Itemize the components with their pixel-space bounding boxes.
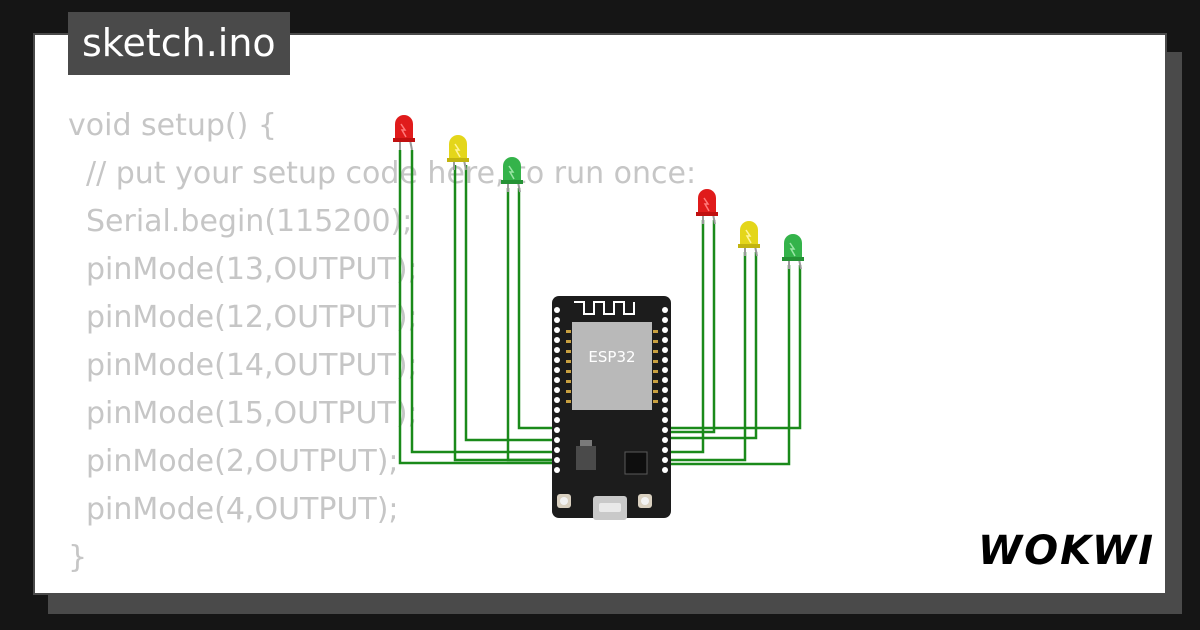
- wokwi-logo: WOKWI: [978, 528, 1156, 574]
- wire: [664, 220, 716, 434]
- wire: [664, 252, 747, 462]
- led-red-1[interactable]: [393, 115, 415, 151]
- regulator-tab: [580, 440, 592, 446]
- wire: [410, 150, 556, 454]
- code-line: pinMode(12,OUTPUT);: [86, 300, 418, 335]
- wire: [464, 165, 556, 442]
- antenna-trace: [574, 301, 635, 315]
- left-header-pins: [554, 307, 560, 473]
- wire: [664, 265, 791, 466]
- wire: [664, 252, 758, 440]
- code-editor[interactable]: void setup() { // put your setup code he…: [68, 102, 696, 582]
- wires: [398, 150, 802, 466]
- led-yellow-1[interactable]: [447, 135, 469, 171]
- code-line: void setup() {: [68, 108, 277, 143]
- code-line: Serial.begin(115200);: [86, 204, 413, 239]
- wire: [517, 188, 556, 430]
- code-line: pinMode(15,OUTPUT);: [86, 396, 418, 431]
- code-line: pinMode(2,OUTPUT);: [86, 444, 399, 479]
- right-header-pins: [662, 307, 668, 473]
- code-line: pinMode(13,OUTPUT);: [86, 252, 418, 287]
- wire: [664, 265, 802, 430]
- wire: [664, 220, 705, 454]
- wire: [398, 150, 556, 465]
- chip-label: ESP32: [588, 348, 635, 366]
- chip-pads: [566, 330, 658, 403]
- wire: [506, 188, 556, 462]
- wire: [453, 165, 556, 462]
- usb-port: [599, 503, 621, 512]
- led-red-2[interactable]: [696, 189, 718, 225]
- boot-button-cap: [641, 497, 649, 505]
- usb-serial-chip: [624, 451, 648, 475]
- led-yellow-2[interactable]: [738, 221, 760, 257]
- led-green-2[interactable]: [782, 234, 804, 270]
- led-green-1[interactable]: [501, 157, 523, 193]
- code-line: }: [68, 540, 88, 575]
- en-button-cap: [560, 497, 568, 505]
- code-line: pinMode(4,OUTPUT);: [86, 492, 399, 527]
- file-tab[interactable]: sketch.ino: [68, 12, 290, 75]
- code-line: pinMode(14,OUTPUT);: [86, 348, 418, 383]
- voltage-regulator: [576, 446, 596, 470]
- esp32-chip: [572, 322, 652, 410]
- esp32-board[interactable]: ESP32: [552, 296, 671, 520]
